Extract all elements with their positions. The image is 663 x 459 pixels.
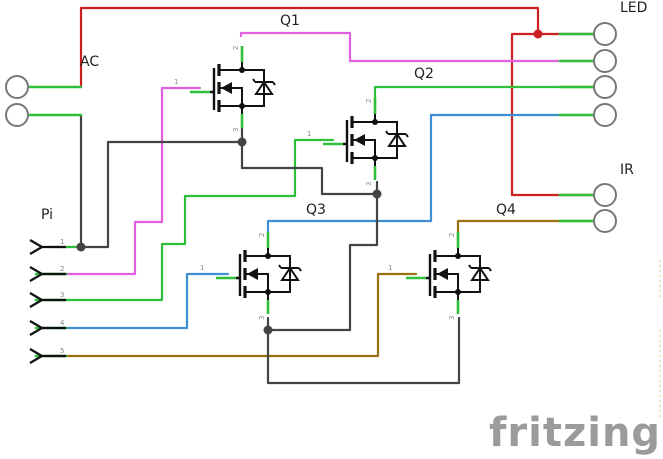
- junctions: [76, 29, 543, 335]
- pi-pin-number-5: 5: [60, 347, 64, 355]
- mosfet-q1: [188, 44, 277, 130]
- q2-pin-drain: 2: [365, 99, 373, 103]
- wires: [48, 6, 597, 385]
- q2-pin-source: 3: [365, 182, 373, 186]
- junction-red: [533, 29, 543, 39]
- wire-green-q2-led: [373, 85, 597, 110]
- wire-magenta-pi2-q1: [48, 86, 202, 276]
- wire-stubs: [28, 32, 597, 358]
- wire-brown-pi5-q4: [48, 272, 418, 358]
- wire-red-ac-led: [79, 6, 597, 87]
- junction-ground-q3: [263, 325, 273, 335]
- led-terminal-3[interactable]: [593, 75, 617, 99]
- label-q1: Q1: [280, 13, 300, 29]
- q3-pin-drain: 2: [258, 233, 266, 237]
- q2-pin-gate: 1: [307, 130, 311, 138]
- ac-terminal-2[interactable]: [5, 103, 29, 127]
- ir-terminal-2[interactable]: [593, 209, 617, 233]
- ac-connector: [5, 75, 29, 127]
- q1-pin-source: 3: [232, 128, 240, 132]
- mosfet-q3: [214, 230, 303, 316]
- pi-pin-numbers: 1 2 3 4 5: [60, 238, 65, 355]
- led-terminal-2[interactable]: [593, 49, 617, 73]
- fritzing-watermark: fritzing: [489, 410, 661, 456]
- pi-pin-number-1: 1: [60, 238, 64, 246]
- junction-ground-pi: [76, 242, 86, 252]
- wire-ground-q2-source: [266, 180, 379, 332]
- junction-ground-q2: [372, 189, 382, 199]
- led-connector: [593, 22, 617, 127]
- led-terminal-1[interactable]: [593, 22, 617, 46]
- mosfet-q4: [404, 230, 493, 316]
- label-ir: IR: [620, 162, 634, 178]
- label-pi: Pi: [41, 207, 53, 223]
- q4-pin-drain: 2: [448, 233, 456, 237]
- wire-brown-q4-ir: [456, 219, 597, 238]
- label-q4: Q4: [496, 202, 516, 218]
- label-led: LED: [620, 0, 647, 16]
- q3-pin-gate: 1: [200, 264, 204, 272]
- wire-blue-pi4-q3: [48, 272, 230, 330]
- wire-green-pi3-q2: [48, 138, 335, 302]
- wire-magenta-q1-led: [239, 31, 597, 63]
- q1-pin-gate: 1: [174, 78, 178, 86]
- q4-pin-gate: 1: [388, 264, 392, 272]
- led-terminal-4[interactable]: [593, 103, 617, 127]
- wire-ground-q3-q4: [266, 316, 461, 385]
- pi-header: [29, 239, 66, 364]
- wire-ground-q1-q2: [240, 126, 379, 196]
- transistor-pin-numbers: 1 2 3 1 2 3 1 2 3 1 2 3: [174, 46, 456, 320]
- pi-pin-number-4: 4: [60, 319, 65, 327]
- q3-pin-source: 3: [258, 316, 266, 320]
- pi-pin-number-2: 2: [60, 265, 64, 273]
- ac-terminal-1[interactable]: [5, 75, 29, 99]
- pi-pin-1-connector[interactable]: [29, 239, 45, 255]
- mosfet-q2: [321, 96, 410, 182]
- pi-pin-number-3: 3: [60, 291, 64, 299]
- label-q3: Q3: [306, 202, 326, 218]
- labels: AC Pi LED IR Q1 Q2 Q3 Q4: [41, 0, 647, 223]
- q4-pin-source: 3: [448, 316, 456, 320]
- junction-ground-q1: [237, 137, 247, 147]
- q1-pin-drain: 2: [232, 46, 240, 50]
- wire-ground-pi1: [79, 140, 244, 249]
- ir-connector: [593, 183, 617, 233]
- wire-blue-q3-led: [266, 113, 597, 238]
- ir-terminal-1[interactable]: [593, 183, 617, 207]
- label-q2: Q2: [414, 66, 434, 82]
- label-ac: AC: [80, 54, 99, 70]
